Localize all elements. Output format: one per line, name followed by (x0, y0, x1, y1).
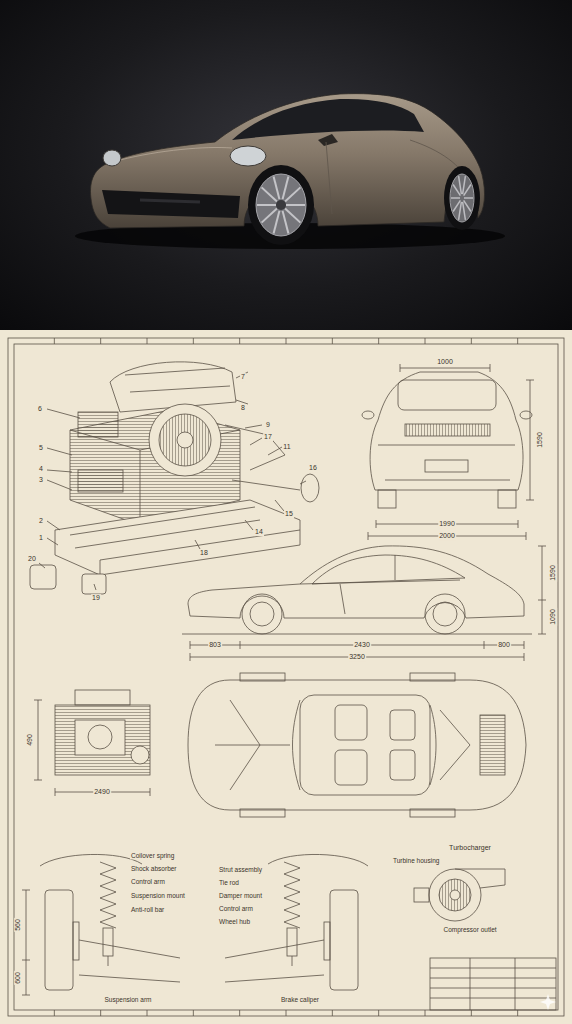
dimension-label: 1000 (436, 358, 454, 366)
part-label: Coilover spring (130, 852, 175, 859)
part-label: Compressor outlet (442, 926, 497, 933)
stroke (425, 1010, 426, 1016)
callout-number: 6 (37, 405, 43, 413)
dimension-label: 1090 (549, 608, 557, 626)
stroke (464, 197, 473, 199)
stroke (274, 176, 280, 199)
callout-number: 1 (38, 534, 44, 542)
stroke (425, 338, 426, 344)
stroke (464, 200, 471, 211)
dimension-label: 600 (14, 971, 22, 985)
part-label: Suspension arm (104, 996, 153, 1003)
stroke (453, 200, 460, 211)
dimension-label: 3250 (348, 653, 366, 661)
stroke (262, 209, 277, 223)
blueprint (8, 338, 564, 1016)
stroke (239, 1010, 240, 1016)
part-label: Turbocharger (448, 844, 492, 852)
dimension-label: 2430 (353, 641, 371, 649)
callout-number: 18 (199, 549, 209, 557)
stroke (471, 338, 472, 344)
dimension-label: 1990 (438, 520, 456, 528)
part-label: Wheel hub (218, 918, 251, 925)
part-label: Brake caliper (280, 996, 320, 1003)
stroke (257, 204, 276, 206)
callout-number: 9 (265, 421, 271, 429)
callout-number: 19 (91, 594, 101, 602)
part-label: Anti-roll bar (130, 906, 165, 913)
callout-number: 3 (38, 476, 44, 484)
callout-number: 5 (38, 444, 44, 452)
stroke (283, 176, 289, 199)
callout-number: 11 (282, 443, 291, 451)
dimension-label: 560 (14, 918, 22, 932)
stroke (286, 204, 305, 206)
callout-number: 14 (254, 528, 264, 536)
callout-number: 17 (263, 433, 273, 441)
part-label: Damper mount (218, 892, 263, 899)
part-label: Shock absorber (130, 865, 178, 872)
stroke (378, 338, 379, 344)
callout-number: 20 (27, 555, 37, 563)
callout-number: 4 (38, 465, 44, 473)
stroke (147, 338, 148, 344)
stroke (517, 338, 518, 344)
dimension-label: 490 (26, 733, 34, 747)
stroke (285, 187, 300, 201)
stroke (283, 211, 289, 234)
stroke (100, 338, 101, 344)
dimension-label: 803 (208, 641, 222, 649)
stroke (471, 1010, 472, 1016)
car-photo (75, 94, 505, 249)
part-label: Tie rod (218, 879, 240, 886)
callout-number: 15 (284, 510, 294, 518)
stroke (378, 1010, 379, 1016)
stroke (239, 338, 240, 344)
stroke (54, 1010, 55, 1016)
stroke (286, 338, 287, 344)
stroke (459, 176, 462, 194)
callout-number: 7 (240, 373, 246, 381)
stroke (286, 1010, 287, 1016)
stroke (54, 338, 55, 344)
part-label: Suspension mount (130, 892, 186, 899)
stroke (285, 209, 300, 223)
callout-number: 2 (38, 517, 44, 525)
stroke (193, 338, 194, 344)
stroke (332, 338, 333, 344)
dimension-label: 1590 (536, 431, 544, 449)
stroke (463, 202, 466, 220)
stroke (517, 1010, 518, 1016)
stroke (332, 1010, 333, 1016)
stroke (147, 1010, 148, 1016)
dimension-label: 2000 (438, 532, 456, 540)
dimension-label: 800 (497, 641, 511, 649)
stroke (274, 211, 280, 234)
dimension-label: 2490 (93, 788, 111, 796)
callout-number: 8 (240, 404, 246, 412)
stroke (464, 184, 471, 195)
callout-number: 16 (308, 464, 318, 472)
part-label: Control arm (218, 905, 254, 912)
stroke (451, 197, 460, 199)
stroke (453, 184, 460, 195)
stroke (262, 187, 277, 201)
stroke (459, 202, 462, 220)
stroke (193, 1010, 194, 1016)
part-label: Strut assembly (218, 866, 263, 873)
stroke (463, 176, 466, 194)
stroke (100, 1010, 101, 1016)
part-label: Control arm (130, 878, 166, 885)
dimension-label: 1590 (549, 564, 557, 582)
part-label: Turbine housing (392, 857, 440, 864)
